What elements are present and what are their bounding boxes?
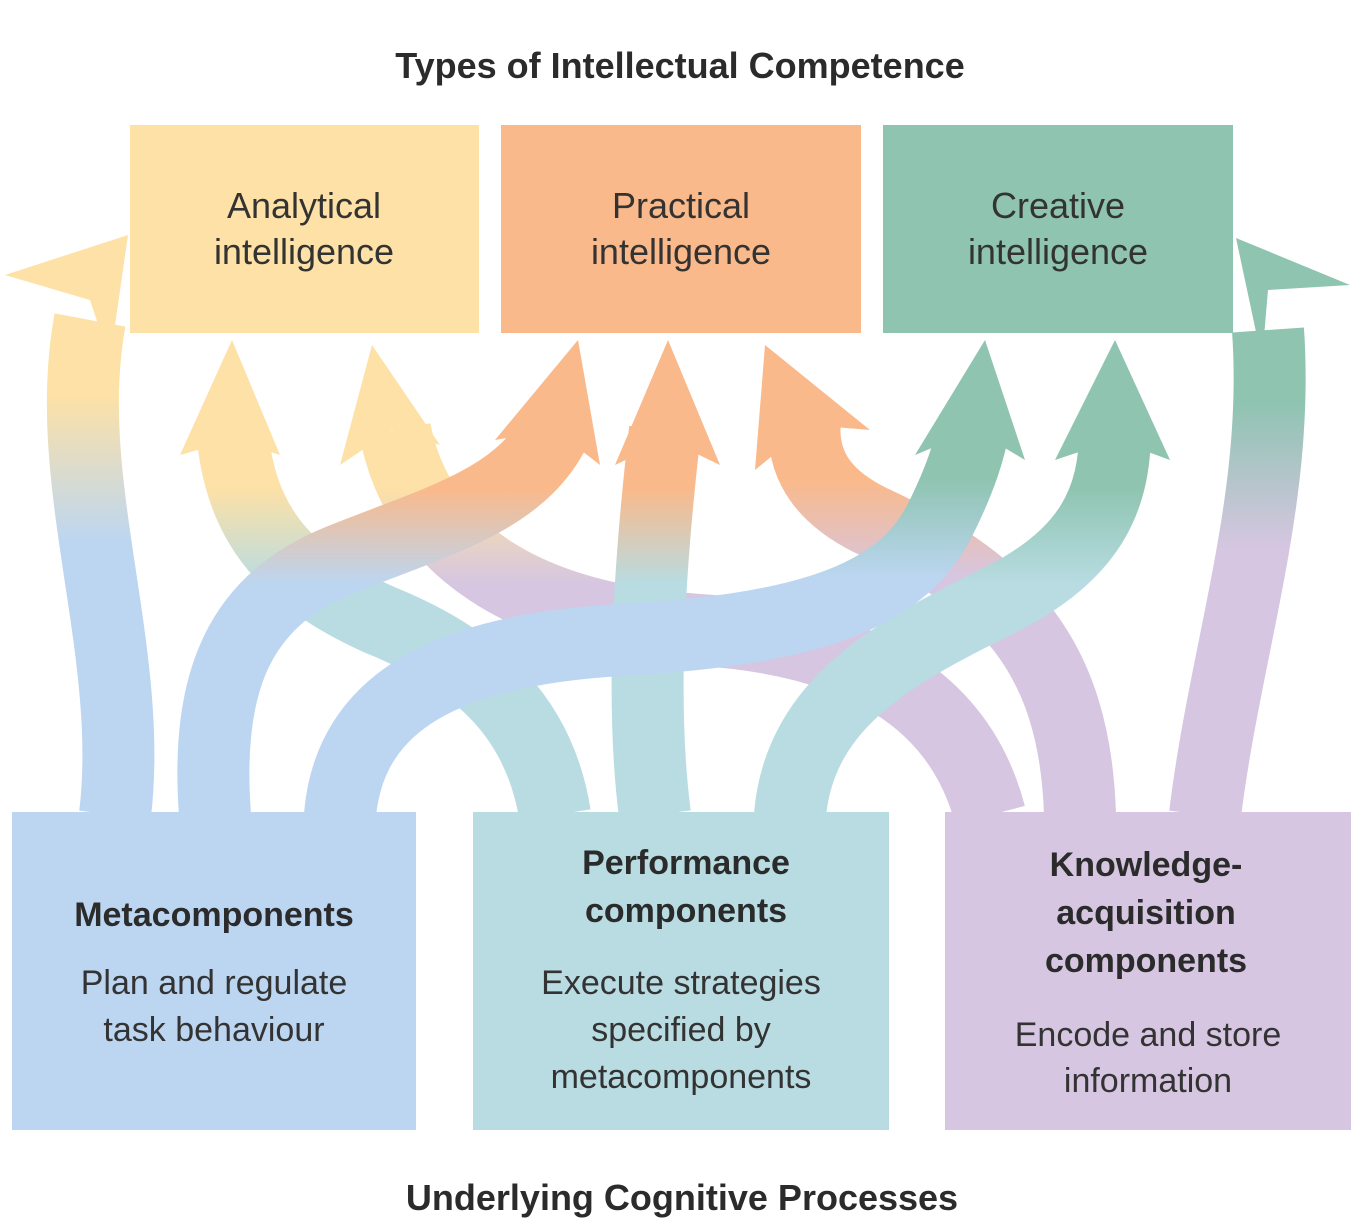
performance-box: Performance components Execute strategie…	[473, 812, 889, 1130]
metacomponents-desc-line2: task behaviour	[103, 1011, 324, 1049]
practical-box: Practical intelligence	[501, 125, 861, 333]
performance-desc-line1: Execute strategies	[541, 964, 821, 1002]
practical-label-line1: Practical	[612, 185, 750, 226]
arrows	[5, 235, 1350, 825]
performance-title-line2: components	[585, 892, 787, 930]
arrow-knowledge-to-creative	[1169, 238, 1350, 820]
analytical-box-bg	[130, 125, 479, 333]
performance-box-bg	[473, 812, 889, 1130]
knowledge-title-line3: components	[1045, 942, 1247, 980]
analytical-box: Analytical intelligence	[130, 125, 479, 333]
performance-desc-line3: metacomponents	[551, 1058, 812, 1096]
metacomponents-desc-line1: Plan and regulate	[81, 964, 348, 1002]
metacomponents-box: Metacomponents Plan and regulate task be…	[12, 812, 416, 1130]
arrow-meta-to-practical	[177, 340, 600, 818]
arrow-meta-to-creative	[304, 340, 1025, 820]
practical-label-line2: intelligence	[591, 231, 771, 272]
creative-label-line2: intelligence	[968, 231, 1148, 272]
cognitive-processes: Metacomponents Plan and regulate task be…	[12, 812, 1351, 1130]
metacomponents-box-bg	[12, 812, 416, 1130]
knowledge-title-line1: Knowledge-	[1050, 846, 1243, 884]
performance-title-line1: Performance	[582, 844, 790, 882]
analytical-label-line1: Analytical	[227, 185, 381, 226]
knowledge-desc-line2: information	[1064, 1062, 1232, 1100]
creative-box-bg	[883, 125, 1233, 333]
analytical-label-line2: intelligence	[214, 231, 394, 272]
arrow-performance-to-creative	[754, 340, 1170, 820]
creative-label-line1: Creative	[991, 185, 1125, 226]
knowledge-title-line2: acquisition	[1056, 894, 1235, 932]
footer-title: Underlying Cognitive Processes	[406, 1177, 958, 1218]
arrow-performance-to-practical	[611, 340, 720, 820]
knowledge-box-bg	[945, 812, 1351, 1130]
arrow-performance-to-analytical	[180, 340, 591, 822]
header-title: Types of Intellectual Competence	[395, 45, 964, 86]
practical-box-bg	[501, 125, 861, 333]
competence-types: Analytical intelligence Practical intell…	[130, 125, 1233, 333]
arrow-meta-to-analytical	[5, 235, 155, 820]
knowledge-box: Knowledge- acquisition components Encode…	[945, 812, 1351, 1130]
knowledge-desc-line1: Encode and store	[1015, 1016, 1282, 1054]
metacomponents-title: Metacomponents	[74, 896, 354, 934]
performance-desc-line2: specified by	[591, 1011, 771, 1049]
creative-box: Creative intelligence	[883, 125, 1233, 333]
